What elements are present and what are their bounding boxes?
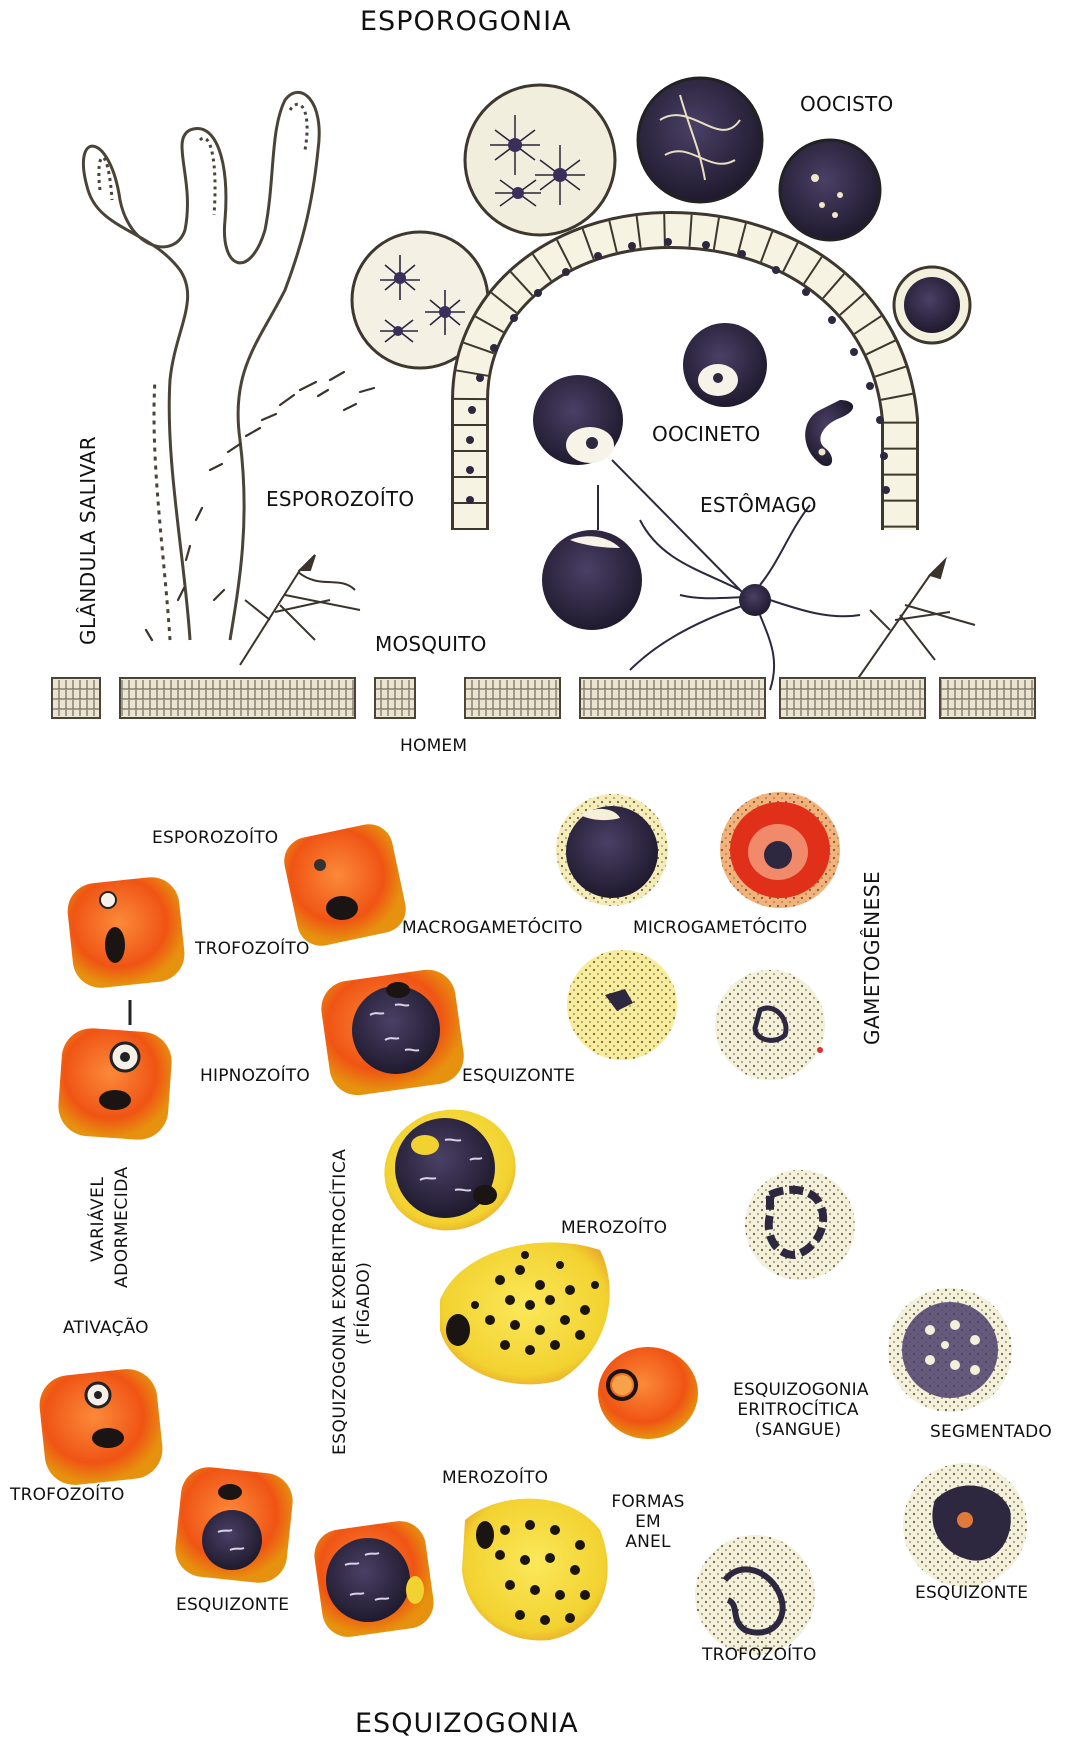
title-schizogony: ESQUIZOGONIA	[355, 1708, 579, 1739]
label-liver-schizont-2: ESQUIZONTE	[176, 1595, 289, 1615]
liver-cell-schizont	[318, 966, 468, 1099]
label-stomach: ESTÔMAGO	[700, 495, 817, 515]
liver-cell-hypnozoite	[56, 1026, 173, 1141]
label-salivary-gland: GLÂNDULA SALIVAR	[76, 436, 100, 645]
label-human: HOMEM	[400, 736, 467, 756]
label-ookinete: OOCINETO	[652, 424, 761, 444]
macrogamete	[542, 530, 642, 630]
label-blood-trophozoite: TROFOZOÍTO	[702, 1645, 817, 1665]
label-dormant: ADORMECIDA	[112, 1166, 132, 1288]
label-ring-forms-2: EM	[608, 1512, 688, 1532]
label-liver-schizont: ESQUIZONTE	[462, 1066, 575, 1086]
salivary-gland-drawing	[83, 92, 319, 640]
ring-form-cell	[598, 1347, 698, 1439]
label-exoerythrocytic-liver: (FÍGADO)	[354, 1262, 374, 1345]
label-ring-forms-3: ANEL	[608, 1532, 688, 1552]
label-liver-trophozoite: TROFOZOÍTO	[195, 939, 310, 959]
label-activation: ATIVAÇÃO	[63, 1318, 149, 1338]
stomach-wall	[466, 230, 900, 530]
blood-segmented-cell	[888, 1288, 1012, 1412]
label-segmented: SEGMENTADO	[930, 1422, 1052, 1442]
label-erythrocytic-schizogony-2: ERITROCÍTICA	[733, 1400, 863, 1420]
liver-cell-schizont-large	[371, 1095, 530, 1245]
microgamete-exflagellation	[630, 505, 860, 690]
mosquito-right	[850, 560, 975, 690]
blood-early-schizont-cell	[745, 1170, 855, 1280]
liver-merozoites-release	[440, 1242, 610, 1384]
liver-cell-schizont-2	[173, 1464, 296, 1585]
liver-cell-trophozoite	[65, 874, 187, 990]
blood-schizont-cell	[903, 1463, 1027, 1587]
label-microgametocyte: MICROGAMETÓCITO	[633, 918, 807, 938]
label-ring-forms-1: FORMAS	[608, 1492, 688, 1512]
ookinete	[805, 400, 853, 466]
label-gametogenesis: GAMETOGÊNESE	[860, 871, 884, 1045]
label-liver-sporozoite: ESPOROZOÍTO	[152, 828, 278, 848]
zygote-1	[683, 323, 767, 407]
label-liver-merozoite-2: MEROZOÍTO	[442, 1468, 548, 1488]
label-dormant-variable: VARIÁVEL	[88, 1177, 108, 1262]
mosquito-left	[240, 555, 360, 665]
oocyst-mature	[465, 85, 615, 235]
label-erythrocytic-schizogony-1: ESQUIZOGONIA	[733, 1380, 863, 1400]
title-sporogony: ESPOROGONIA	[360, 6, 572, 37]
label-mosquito: MOSQUITO	[375, 634, 487, 654]
human-skin-strip	[52, 678, 1035, 718]
gametocyte-early-1	[567, 950, 677, 1060]
gametocyte-early-2	[715, 970, 825, 1080]
macrogametocyte-cell	[556, 794, 668, 906]
liver-cell-schizont-3	[311, 1518, 437, 1641]
oocyst-early	[894, 267, 970, 343]
label-blood-schizont: ESQUIZONTE	[915, 1583, 1028, 1603]
oocyst-developing	[638, 78, 762, 202]
liver-cell-activation	[37, 1366, 166, 1488]
blood-trophozoite-cell	[695, 1535, 815, 1655]
label-exoerythrocytic-schizogony: ESQUIZOGONIA EXOERITROCÍTICA	[330, 1149, 350, 1455]
label-hypnozoite: HIPNOZOÍTO	[200, 1066, 310, 1086]
zygote-2	[533, 375, 623, 465]
label-erythrocytic-blood: (SANGUE)	[733, 1420, 863, 1440]
oocyst-young	[780, 140, 880, 240]
microgametocyte-cell	[720, 792, 840, 908]
label-liver-merozoite: MEROZOÍTO	[561, 1218, 667, 1238]
label-liver-trophozoite-2: TROFOZOÍTO	[10, 1485, 125, 1505]
liver-cell-sporozoite-stage	[280, 820, 410, 950]
liver-merozoites-release-2	[462, 1499, 608, 1641]
label-oocyst: OOCISTO	[800, 94, 893, 114]
label-macrogametocyte: MACROGAMETÓCITO	[402, 918, 583, 938]
label-sporozoite-mosquito: ESPOROZOÍTO	[266, 489, 414, 509]
